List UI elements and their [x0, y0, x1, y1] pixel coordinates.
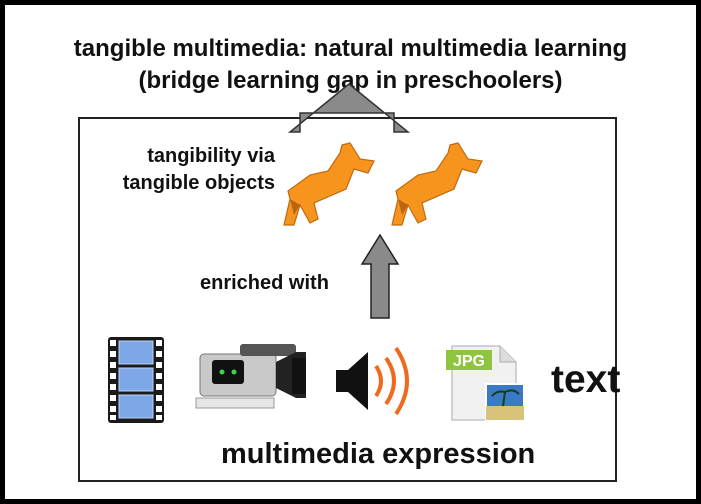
- speaker-icon: [336, 346, 409, 416]
- jpg-icon-label: JPG: [453, 353, 485, 370]
- tangible-horse-object-right: [391, 142, 483, 226]
- enriched-with-label: enriched with: [200, 272, 329, 294]
- film-strip-icon: [108, 337, 164, 423]
- tangible-horse-object-left: [283, 142, 375, 226]
- video-camera-icon: [195, 344, 306, 409]
- tangibility-label: tangibility via tangible objects: [122, 145, 275, 194]
- jpg-image-file-icon: JPG: [446, 345, 525, 421]
- output-arrow: [287, 83, 411, 133]
- enriched-arrow: [360, 233, 400, 319]
- multimedia-expression-label: multimedia expression: [221, 438, 536, 470]
- text-media-label: text: [551, 358, 621, 401]
- diagram-title: tangible multimedia: natural multimedia …: [73, 35, 628, 62]
